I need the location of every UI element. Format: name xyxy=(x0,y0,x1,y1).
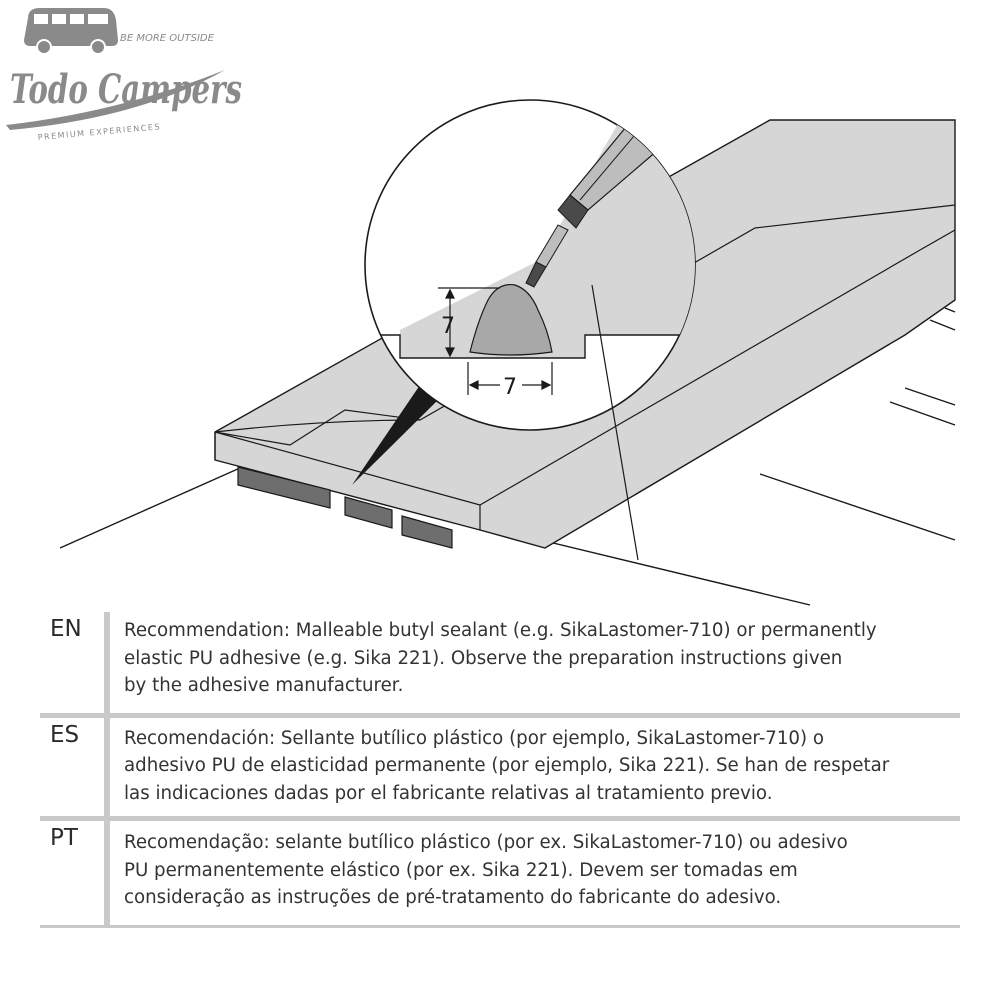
width-dimension-label: 7 xyxy=(503,375,517,400)
instruction-text: Recomendación: Sellante butílico plástic… xyxy=(110,718,944,817)
language-code: EN xyxy=(50,616,82,642)
instruction-line: Recommendation: Malleable butyl sealant … xyxy=(124,620,877,641)
instruction-text: Recommendation: Malleable butyl sealant … xyxy=(110,612,944,713)
instruction-line: Recomendação: selante butílico plástico … xyxy=(124,832,848,853)
brand-logo: BE MORE OUTSIDE Todo Campers PREMIUM EXP… xyxy=(0,0,250,150)
instruction-line: PU permanentemente elástico (por ex. Sik… xyxy=(124,859,798,881)
instruction-line: by the adhesive manufacturer. xyxy=(124,675,404,696)
dimension-lines xyxy=(438,287,553,395)
van-icon xyxy=(24,8,118,55)
logo-swoosh xyxy=(6,70,225,130)
row-separator xyxy=(40,924,960,928)
row-divider xyxy=(104,717,110,816)
row-separator xyxy=(40,712,960,718)
row-divider xyxy=(104,821,110,925)
instruction-line: las indicaciones dadas por el fabricante… xyxy=(124,782,773,804)
instructions-table: EN Recommendation: Malleable butyl seala… xyxy=(40,612,960,928)
row-divider xyxy=(104,612,110,713)
floor-line-far xyxy=(759,473,956,541)
leader-line xyxy=(591,284,639,561)
height-dimension-label: 7 xyxy=(441,314,455,339)
logo-tagline-top: BE MORE OUTSIDE xyxy=(120,33,215,44)
floor-line-left xyxy=(59,467,241,549)
floor-line-right xyxy=(519,534,811,606)
row-separator xyxy=(40,816,960,821)
language-code: ES xyxy=(50,721,80,748)
detail-magnifier: 7 7 xyxy=(364,99,696,561)
language-code: PT xyxy=(50,825,78,851)
sealant-diagram: 7 7 xyxy=(0,80,1000,610)
instruction-row-pt: PT Recomendação: selante butílico plásti… xyxy=(40,821,960,925)
instruction-row-es: ES Recomendación: Sellante butílico plás… xyxy=(40,717,960,817)
logo-brand: Todo Campers xyxy=(10,66,242,113)
instruction-line: consideração as instruções de pré-tratam… xyxy=(124,887,782,908)
instruction-line: adhesivo PU de elasticidad permanente (p… xyxy=(124,755,890,776)
instruction-line: Recomendación: Sellante butílico plástic… xyxy=(124,727,825,749)
diagram-graphic: 7 7 xyxy=(59,99,956,606)
instruction-text: Recomendação: selante butílico plástico … xyxy=(110,821,944,925)
instruction-row-en: EN Recommendation: Malleable butyl seala… xyxy=(40,612,960,713)
instruction-line: elastic PU adhesive (e.g. Sika 221). Obs… xyxy=(124,647,843,669)
logo-graphic: BE MORE OUTSIDE Todo Campers PREMIUM EXP… xyxy=(6,8,242,142)
